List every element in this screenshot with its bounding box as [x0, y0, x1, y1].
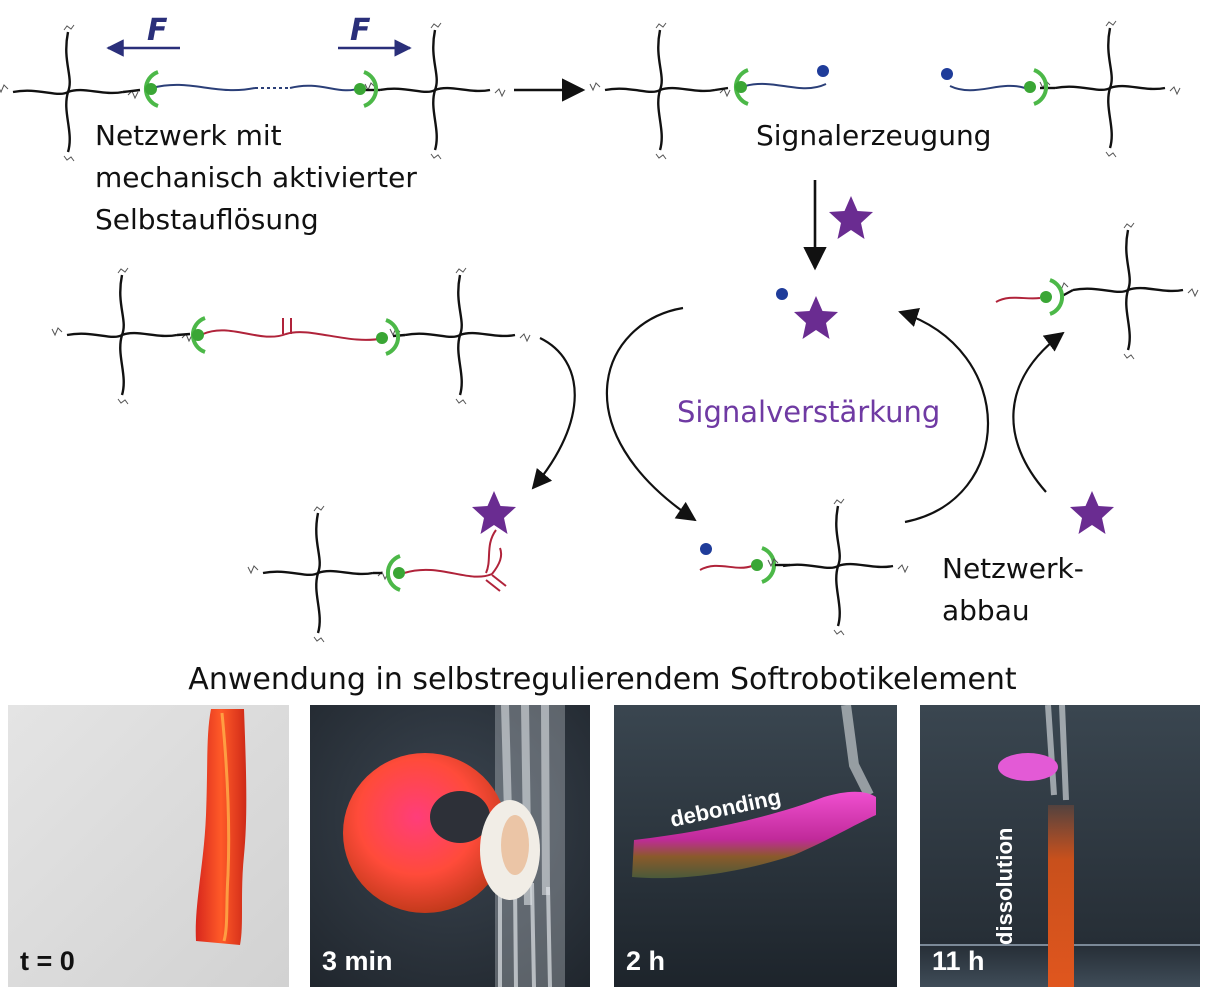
signal-amplification-label: Signalverstärkung: [677, 395, 940, 429]
svg-text:Netzwerk mit: Netzwerk mit: [95, 119, 282, 152]
photo-t0-image: [8, 705, 289, 987]
time-label-2h: 2 h: [626, 946, 666, 976]
network-degradation-label: Netzwerk- abbau: [942, 552, 1084, 627]
time-label-3min: 3 min: [322, 946, 393, 976]
svg-text:abbau: abbau: [942, 594, 1030, 627]
attached-star-icon: [472, 491, 516, 534]
dissolution-label: dissolution: [992, 828, 1017, 945]
svg-text:Netzwerk-: Netzwerk-: [942, 552, 1084, 585]
photo-3min-image: [310, 705, 590, 987]
mechanochemistry-diagram: F F Netzwerk mit mechanisch aktivierter …: [0, 13, 1200, 644]
photo-panel-3min: 3 min: [310, 705, 590, 987]
cleaved-network-bottom: [699, 497, 910, 637]
signal-star-icon: [829, 196, 873, 239]
force-right-label: F: [350, 13, 371, 48]
photo-panel-2h: debonding 2 h: [614, 705, 897, 987]
star-attached-network: [246, 491, 516, 644]
svg-text:mechanisch aktivierter: mechanisch aktivierter: [95, 161, 417, 194]
svg-text:Selbstauflösung: Selbstauflösung: [95, 203, 319, 236]
photo-2h-image: debonding: [614, 705, 897, 987]
application-title: Anwendung in selbstregulierendem Softrob…: [188, 662, 1017, 697]
force-left-label: F: [147, 13, 168, 48]
degradation-star-icon: [1070, 491, 1114, 534]
degraded-fragment-right: [995, 221, 1200, 361]
stretched-network: F F: [0, 13, 507, 163]
network-label: Netzwerk mit mechanisch aktivierter Selb…: [95, 119, 417, 236]
cleaved-network: [588, 19, 1182, 161]
photo-panel-t0: t = 0: [8, 705, 289, 987]
time-label-t0: t = 0: [20, 946, 75, 976]
signal-generation-label: Signalerzeugung: [756, 119, 991, 152]
amplified-signal-star-icon: [794, 296, 838, 339]
photo-11h-image: dissolution: [920, 705, 1200, 987]
photo-panel-11h: dissolution 11 h: [920, 705, 1200, 987]
amplification-cycle: [531, 306, 1065, 524]
intact-network: [50, 266, 532, 406]
time-label-11h: 11 h: [932, 946, 985, 976]
